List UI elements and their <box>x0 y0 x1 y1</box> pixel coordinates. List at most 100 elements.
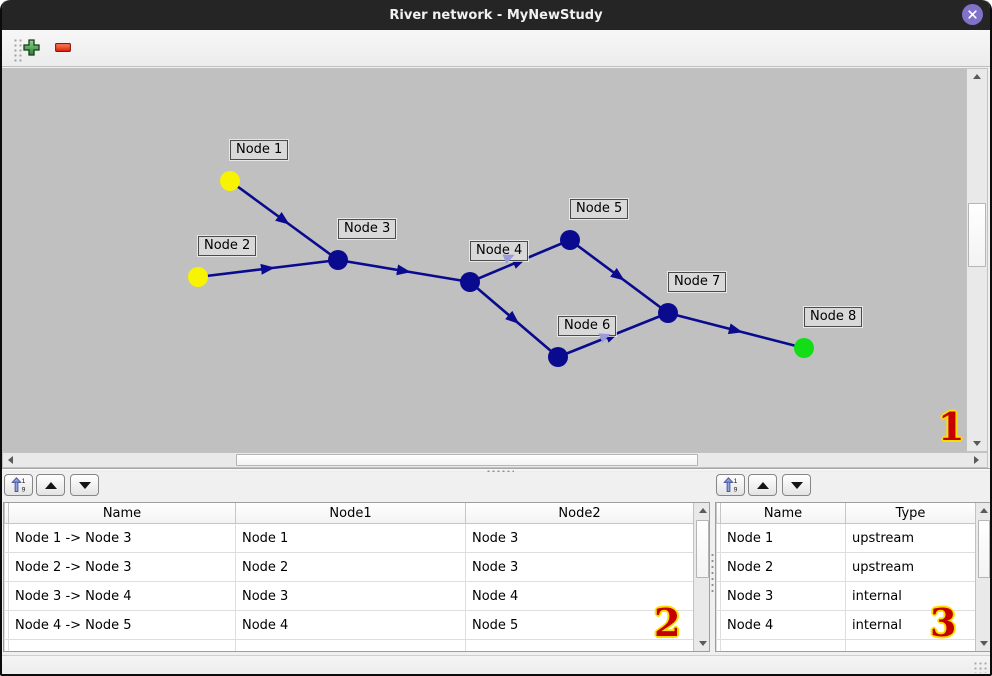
edges-column-header-node1[interactable]: Node1 <box>235 503 466 524</box>
close-icon <box>968 10 977 19</box>
scroll-left-button[interactable] <box>3 453 18 467</box>
resize-grip[interactable] <box>973 661 987 673</box>
table-cell[interactable]: internal <box>845 581 976 611</box>
edges-sort-button[interactable]: 1 9 <box>4 474 33 496</box>
table-cell[interactable]: Node 2 -> Node 3 <box>8 552 236 582</box>
network-edge[interactable] <box>469 238 571 284</box>
table-cell[interactable]: upstream <box>845 552 976 582</box>
nodes-move-down-button[interactable] <box>782 474 811 496</box>
arrow-up-icon <box>980 508 988 513</box>
arrow-up-icon <box>44 481 57 489</box>
network-node[interactable] <box>560 230 580 250</box>
scroll-up-button[interactable] <box>695 503 709 518</box>
edges-column-header-name[interactable]: Name <box>8 503 236 524</box>
vertical-scroll-thumb[interactable] <box>968 203 986 267</box>
edges-move-down-button[interactable] <box>70 474 99 496</box>
arrow-up-icon <box>973 74 981 79</box>
title-bar[interactable]: River network - MyNewStudy <box>2 0 990 30</box>
nodes-column-header-type[interactable]: Type <box>845 503 976 524</box>
network-edge[interactable] <box>569 238 669 315</box>
network-node[interactable] <box>188 267 208 287</box>
node-label: Node 5 <box>570 199 629 219</box>
table-cell[interactable]: internal <box>845 610 976 640</box>
scroll-up-button[interactable] <box>967 69 987 84</box>
annotation-number: 2 <box>654 600 681 645</box>
plus-icon <box>23 39 40 56</box>
arrow-up-icon <box>698 508 707 513</box>
nodes-move-up-button[interactable] <box>748 474 777 496</box>
network-node[interactable] <box>460 272 480 292</box>
scroll-down-button[interactable] <box>695 636 709 651</box>
remove-node-button[interactable] <box>55 43 71 52</box>
node-label: Node 1 <box>230 140 289 160</box>
node-label: Node 3 <box>338 219 397 239</box>
table-cell[interactable]: Node 3 <box>465 523 694 553</box>
table-cell[interactable]: upstream <box>845 523 976 553</box>
network-edge[interactable] <box>469 281 559 358</box>
table-cell[interactable]: Node 1 -> Node 3 <box>8 523 236 553</box>
arrow-down-icon <box>78 481 91 489</box>
canvas-vertical-scrollbar[interactable] <box>966 68 988 452</box>
edges-table-scrollbar[interactable] <box>693 503 709 651</box>
canvas-horizontal-scrollbar[interactable] <box>2 452 988 468</box>
status-bar <box>2 655 990 674</box>
horizontal-splitter[interactable] <box>2 468 990 472</box>
network-edge[interactable] <box>337 258 471 284</box>
table-cell[interactable]: Node 5 <box>465 610 694 640</box>
node-label: Node 2 <box>198 236 257 256</box>
vertical-splitter[interactable] <box>710 502 715 652</box>
table-cell[interactable]: Node 3 <box>465 552 694 582</box>
table-cell[interactable]: Node 1 <box>235 523 466 553</box>
nodes-column-header-name[interactable]: Name <box>720 503 846 524</box>
network-node[interactable] <box>328 250 348 270</box>
table-cell[interactable]: Node 3 -> Node 4 <box>8 581 236 611</box>
nodes-sort-button[interactable]: 1 9 <box>716 474 745 496</box>
table-cell[interactable]: Node 2 <box>720 552 846 582</box>
network-node[interactable] <box>794 338 814 358</box>
network-edge[interactable] <box>667 311 805 350</box>
edges-move-up-button[interactable] <box>36 474 65 496</box>
arrow-down-icon <box>973 441 981 446</box>
table-cell[interactable]: Node 4 <box>235 610 466 640</box>
nodes-table-scrollbar[interactable] <box>975 503 990 651</box>
table-cell[interactable]: Node 4 -> Node 5 <box>8 610 236 640</box>
svg-text:9: 9 <box>733 487 737 493</box>
horizontal-scroll-thumb[interactable] <box>236 454 698 466</box>
network-node[interactable] <box>658 303 678 323</box>
arrow-down-icon <box>790 481 803 489</box>
scroll-right-button[interactable] <box>966 453 987 467</box>
scroll-up-button[interactable] <box>977 503 990 518</box>
scroll-down-button[interactable] <box>977 636 990 651</box>
table-cell[interactable]: Node 4 <box>720 610 846 640</box>
table-cell[interactable]: Node 3 <box>720 581 846 611</box>
network-node[interactable] <box>548 347 568 367</box>
table-cell[interactable]: Node 2 <box>235 552 466 582</box>
table-cell[interactable]: Node 3 <box>235 581 466 611</box>
table-cell[interactable]: Node 1 <box>720 523 846 553</box>
sort-ascending-icon: 1 9 <box>10 477 25 493</box>
vertical-scroll-thumb[interactable] <box>696 520 709 578</box>
annotation-number: 1 <box>938 404 965 449</box>
edges-column-header-node2[interactable]: Node2 <box>465 503 694 524</box>
network-edge[interactable] <box>229 179 339 262</box>
add-node-button[interactable] <box>23 39 40 56</box>
network-edge[interactable] <box>197 258 339 279</box>
scroll-down-button[interactable] <box>967 436 987 451</box>
toolbar-drag-handle[interactable] <box>13 38 23 62</box>
vertical-scroll-thumb[interactable] <box>978 520 990 578</box>
svg-text:1: 1 <box>733 478 737 485</box>
network-node[interactable] <box>220 171 240 191</box>
svg-text:1: 1 <box>21 478 25 485</box>
table-cell[interactable]: Node 4 <box>465 581 694 611</box>
table-cell <box>235 639 466 651</box>
close-button[interactable] <box>962 4 983 25</box>
